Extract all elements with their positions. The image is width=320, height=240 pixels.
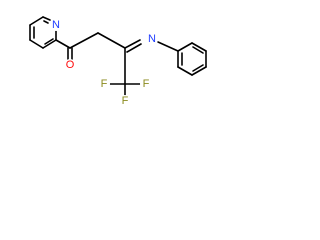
- bond-pyr-double-2: [44, 38, 54, 45]
- bond-imine-double-b: [126, 43, 142, 53]
- phenyl-ring: [177, 42, 207, 76]
- bond-ch2-imine-c: [97, 32, 126, 49]
- atom-label-ketone-o: O: [66, 59, 75, 71]
- bond-ph-3: [191, 66, 207, 76]
- atom-label-pyridine-n: N: [52, 19, 60, 31]
- bond-ph-6: [177, 42, 193, 52]
- bond-pyr-c6-c5: [29, 16, 44, 26]
- atom-label-fluorine-1: F: [122, 95, 129, 107]
- pyridine-ring: [29, 16, 57, 49]
- bond-ph-double-3: [192, 46, 204, 54]
- bond-pyr-double-3: [43, 20, 49, 24]
- bond-ph-double-2: [192, 64, 204, 72]
- bond-pyr-c3-c2: [42, 39, 57, 49]
- bond-ph-5: [191, 42, 207, 52]
- atom-fluorine-left: F: [98, 78, 110, 90]
- atom-label-imine-n: N: [148, 33, 156, 45]
- bond-imine-n-phenyl: [157, 41, 179, 52]
- atom-imine-nitrogen: N: [146, 33, 158, 45]
- atom-fluorine-top: F: [119, 95, 131, 107]
- atom-pyridine-nitrogen: N: [50, 19, 62, 31]
- bond-imine-double-a: [124, 39, 141, 49]
- bond-pyr-n-c6: [42, 16, 51, 21]
- atom-label-fluorine-3: F: [143, 78, 150, 90]
- atom-label-fluorine-2: F: [101, 78, 108, 90]
- bond-pyr-c4-c3: [29, 39, 44, 49]
- atom-ketone-oxygen: O: [64, 59, 76, 71]
- bond-ph-2: [177, 66, 193, 76]
- bond-pyr-carbonyl: [55, 39, 71, 49]
- bond-carbonyl-ch2: [69, 32, 99, 49]
- chemical-structure: N O N F F F: [29, 16, 207, 107]
- atom-fluorine-right: F: [140, 78, 152, 90]
